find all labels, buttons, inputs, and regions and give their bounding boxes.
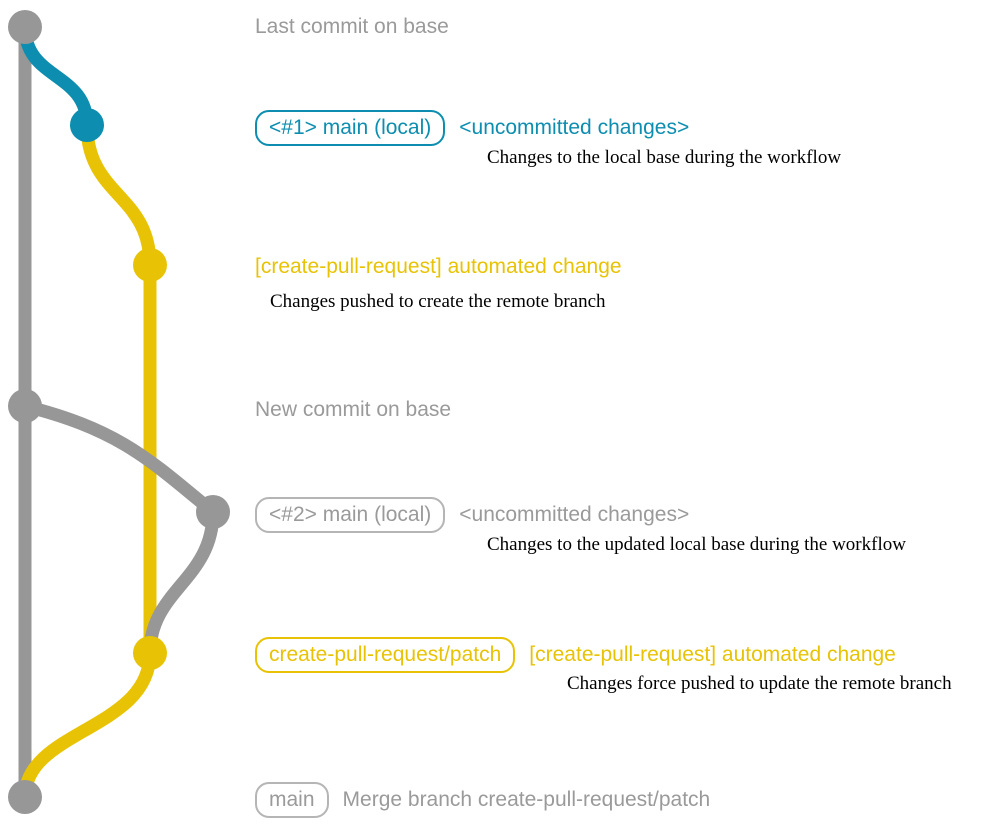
commit-note-local-commit-1: Changes to the local base during the wor… (487, 147, 842, 168)
commit-node-merge-commit[interactable] (8, 780, 42, 814)
commit-node-base-new-commit[interactable] (8, 389, 42, 423)
edge-local-branch-off (18, 20, 94, 132)
branch-ref-pill-remote-commit-2[interactable]: create-pull-request/patch (255, 637, 516, 673)
edge-remote-to-merge (18, 646, 157, 804)
commit-row-remote-commit-2: create-pull-request/patch [create-pull-re… (255, 637, 896, 673)
commit-node-local-commit-2[interactable] (196, 495, 230, 529)
commit-row-local-commit-2: <#2> main (local) <uncommitted changes> (255, 497, 689, 533)
branch-ref-pill-local-commit-2[interactable]: <#2> main (local) (255, 497, 446, 533)
commit-subject-local-commit-1: <uncommitted changes> (459, 116, 690, 139)
commit-row-merge-commit: main Merge branch create-pull-request/pat… (255, 782, 710, 818)
commit-node-remote-commit-2[interactable] (133, 636, 167, 670)
branch-ref-pill-local-commit-1[interactable]: <#1> main (local) (255, 110, 446, 146)
branch-ref-pill-merge-commit[interactable]: main (255, 782, 329, 818)
commit-graph (8, 10, 230, 814)
commit-subject-remote-commit-1: [create-pull-request] automated change (255, 255, 622, 278)
node-layer (8, 10, 230, 814)
commit-subject-local-commit-2: <uncommitted changes> (459, 503, 690, 526)
commit-node-remote-commit-1[interactable] (133, 248, 167, 282)
commit-row-local-commit-1: <#1> main (local) <uncommitted changes> (255, 110, 689, 146)
commit-node-base-head[interactable] (8, 10, 42, 44)
edge-local-2-to-remote (143, 505, 220, 660)
commit-note-remote-commit-2: Changes force pushed to update the remot… (567, 673, 952, 694)
commit-subject-base-head: Last commit on base (255, 15, 449, 38)
commit-subject-base-new-commit: New commit on base (255, 398, 452, 421)
commit-node-local-commit-1[interactable] (70, 108, 104, 142)
edge-layer (18, 20, 220, 804)
commit-subject-remote-commit-2: [create-pull-request] automated change (529, 643, 896, 666)
edge-remote-from-local (80, 118, 157, 272)
commit-note-remote-commit-1: Changes pushed to create the remote bran… (270, 291, 606, 312)
edge-base-to-local-2 (18, 399, 220, 519)
commit-subject-merge-commit: Merge branch create-pull-request/patch (342, 788, 711, 811)
commit-note-local-commit-2: Changes to the updated local base during… (487, 534, 906, 555)
